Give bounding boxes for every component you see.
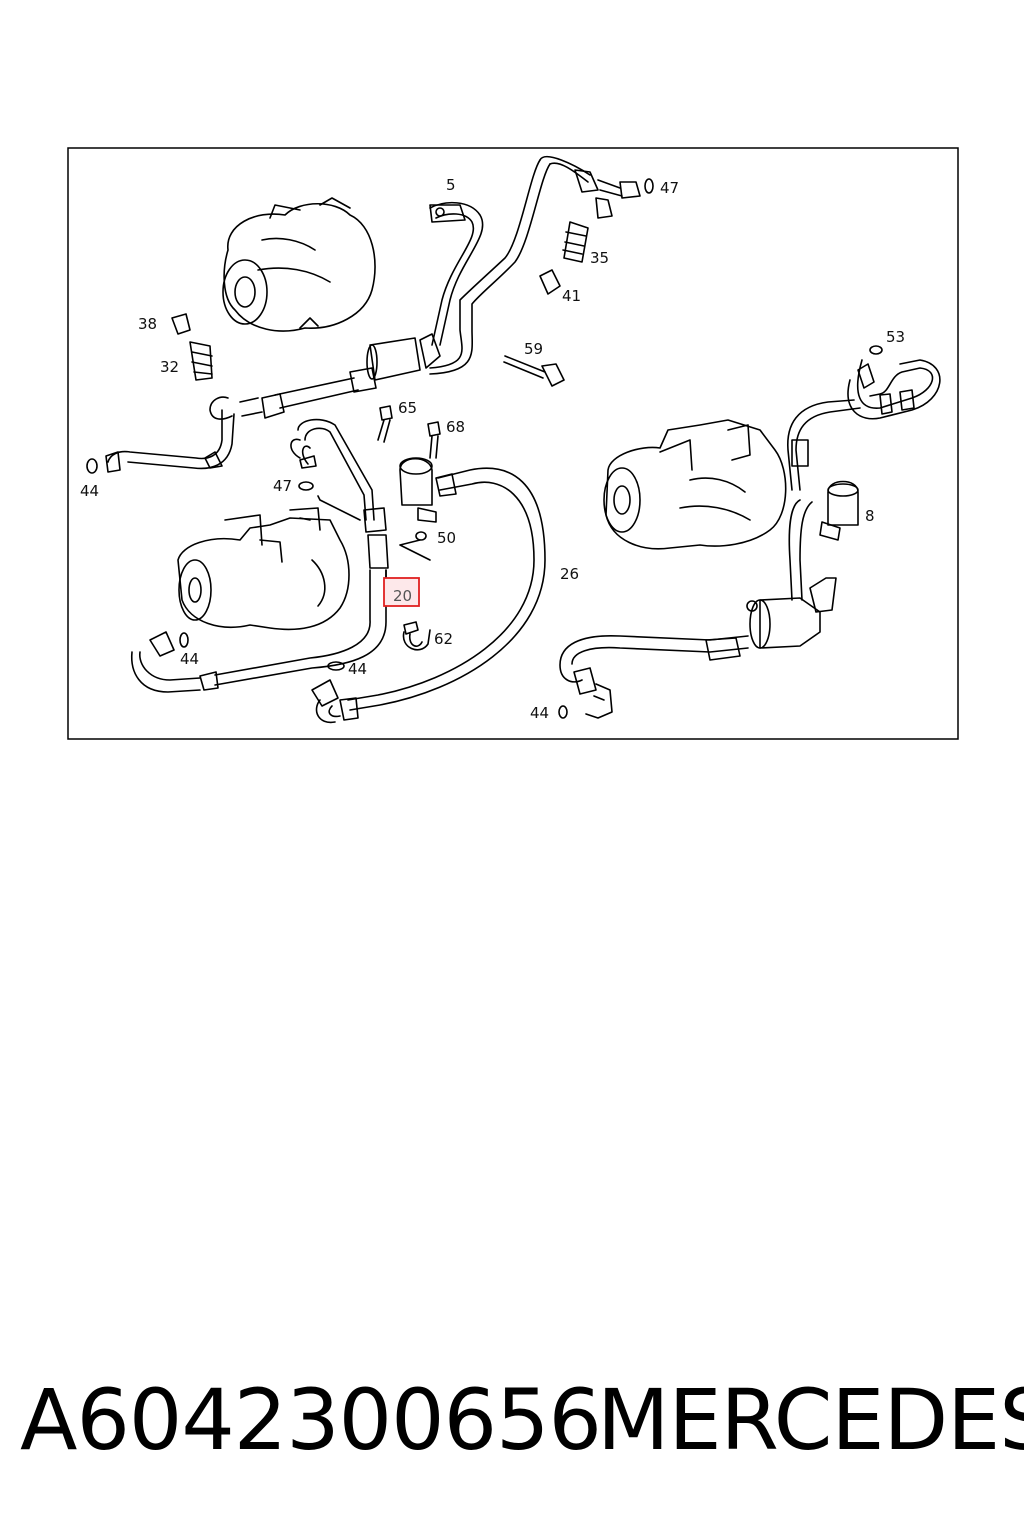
label-20: 20 <box>393 587 412 605</box>
label-50: 50 <box>437 529 456 547</box>
highlight-part-20 <box>383 577 420 607</box>
part-labels: 5 47 35 41 38 32 59 53 65 68 44 47 8 50 … <box>80 176 905 722</box>
clamp-62 <box>402 621 431 651</box>
drier-and-hose <box>558 577 837 719</box>
label-41: 41 <box>562 287 581 305</box>
compressor-right <box>603 419 787 550</box>
valves-38-32 <box>171 313 213 381</box>
part-number: A6042300656 <box>20 1371 602 1469</box>
label-38: 38 <box>138 315 157 333</box>
label-44-c: 44 <box>530 704 549 722</box>
label-44-a: 44 <box>180 650 199 668</box>
bolts-65-68 <box>377 405 441 459</box>
hose-upper <box>86 333 441 474</box>
label-59: 59 <box>524 340 543 358</box>
compressor-top <box>222 197 376 332</box>
label-47-top: 47 <box>660 179 679 197</box>
label-5: 5 <box>446 176 456 194</box>
pipe-right <box>787 345 941 601</box>
bolt-59 <box>503 355 565 387</box>
label-44-left: 44 <box>80 482 99 500</box>
label-35: 35 <box>590 249 609 267</box>
hose-20 <box>130 418 389 693</box>
label-68: 68 <box>446 418 465 436</box>
label-62: 62 <box>434 630 453 648</box>
label-32: 32 <box>160 358 179 376</box>
pressure-switch <box>399 457 437 541</box>
pipe-5 <box>429 155 641 375</box>
label-53: 53 <box>886 328 905 346</box>
caption: A6042300656 MERCEDES <box>0 1365 1024 1475</box>
parts-diagram: 5 47 35 41 38 32 59 53 65 68 44 47 8 50 … <box>67 147 959 740</box>
diagram-frame <box>67 147 959 740</box>
label-8: 8 <box>865 507 875 525</box>
label-44-b: 44 <box>348 660 367 678</box>
hose-26 <box>311 467 546 724</box>
label-26: 26 <box>560 565 579 583</box>
compressor-left <box>177 507 350 631</box>
label-65: 65 <box>398 399 417 417</box>
leader-lines <box>298 481 431 601</box>
label-47-mid: 47 <box>273 477 292 495</box>
brand-name: MERCEDES <box>597 1371 1024 1469</box>
fittings-top <box>539 178 654 295</box>
